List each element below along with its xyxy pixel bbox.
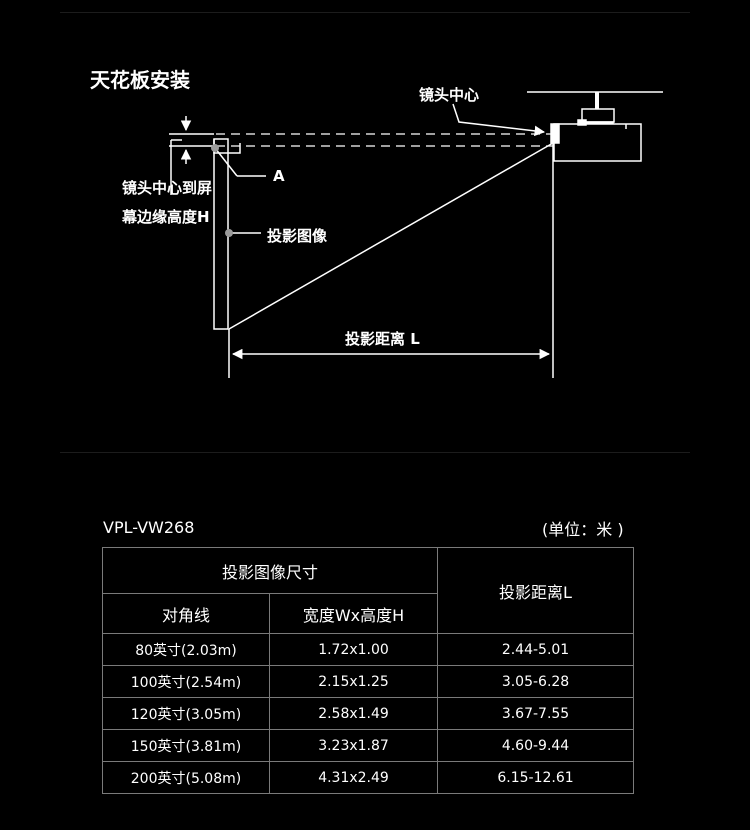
image-marker xyxy=(225,229,233,237)
cell-size: 3.23x1.87 xyxy=(268,729,439,762)
distance-label: 投影距离 L xyxy=(339,328,426,349)
mount-plate xyxy=(581,108,615,123)
projection-ray xyxy=(228,142,554,330)
a-leader xyxy=(214,147,238,177)
unit-label: (单位：米 ) xyxy=(542,520,624,539)
ceiling-installation-diagram xyxy=(169,91,663,378)
header-size: 宽度Wx高度H xyxy=(268,593,439,634)
lens-center-label: 镜头中心 xyxy=(419,86,480,104)
model-name: VPL-VW268 xyxy=(103,518,195,537)
cell-size: 2.58x1.49 xyxy=(268,697,439,730)
header-image-size: 投影图像尺寸 xyxy=(101,547,439,594)
cell-size: 1.72x1.00 xyxy=(268,633,439,666)
cell-size: 4.31x2.49 xyxy=(268,761,439,794)
cell-distance: 2.44-5.01 xyxy=(437,633,635,666)
cell-diagonal: 150英寸(3.81m) xyxy=(102,729,270,762)
header-distance: 投影距离L xyxy=(437,547,635,634)
cell-distance: 3.67-7.55 xyxy=(437,697,635,730)
header-diagonal: 对角线 xyxy=(102,593,270,634)
projector-body xyxy=(553,123,642,162)
cell-distance: 6.15-12.61 xyxy=(437,761,635,794)
table-row: 150英寸(3.81m) 3.23x1.87 4.60-9.44 xyxy=(102,729,635,762)
image-label: 投影图像 xyxy=(267,227,328,245)
top-divider xyxy=(60,12,690,13)
table-row: 120英寸(3.05m) 2.58x1.49 3.67-7.55 xyxy=(102,697,635,730)
point-a-label: A xyxy=(273,167,285,185)
section-divider xyxy=(60,452,690,453)
diagram-title: 天花板安装 xyxy=(90,68,190,92)
cell-distance: 3.05-6.28 xyxy=(437,665,635,698)
table-row: 200英寸(5.08m) 4.31x2.49 6.15-12.61 xyxy=(102,761,635,794)
cell-size: 2.15x1.25 xyxy=(268,665,439,698)
projection-size-table: 投影图像尺寸 投影距离L 对角线 宽度Wx高度H 80英寸(2.03m) 1.7… xyxy=(101,547,635,794)
table-row: 80英寸(2.03m) 1.72x1.00 2.44-5.01 xyxy=(102,633,635,666)
cell-diagonal: 200英寸(5.08m) xyxy=(102,761,270,794)
table-row: 100英寸(2.54m) 2.15x1.25 3.05-6.28 xyxy=(102,665,635,698)
cell-diagonal: 120英寸(3.05m) xyxy=(102,697,270,730)
cell-diagonal: 100英寸(2.54m) xyxy=(102,665,270,698)
lens-center-leader xyxy=(452,103,546,137)
point-a-marker xyxy=(211,144,219,152)
height-label: 镜头中心到屏幕边缘高度H xyxy=(122,179,213,226)
cell-diagonal: 80英寸(2.03m) xyxy=(102,633,270,666)
cell-distance: 4.60-9.44 xyxy=(437,729,635,762)
